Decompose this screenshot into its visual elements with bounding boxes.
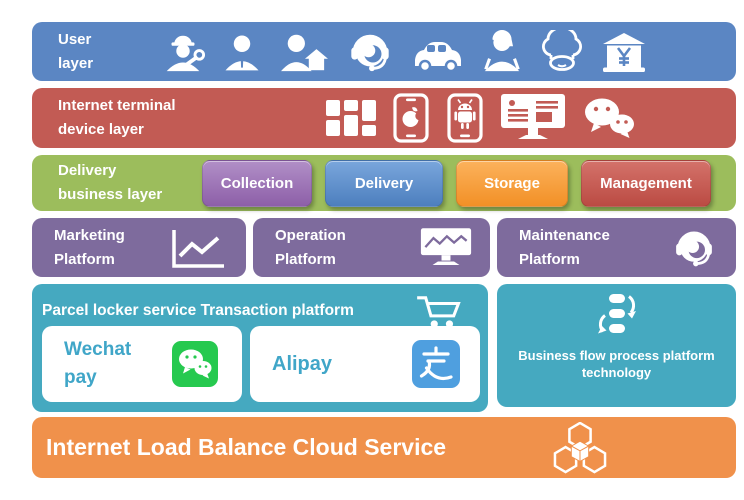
maintenance-platform-label: Maintenance Platform: [519, 224, 610, 272]
desktop-icon: [501, 94, 565, 139]
flow-process-icon: [597, 294, 636, 334]
headset-icon: [676, 231, 712, 266]
repair-worker-icon: [166, 35, 206, 71]
taxi-icon: [415, 41, 461, 72]
transaction-header: Parcel locker service Transaction platfo…: [32, 292, 488, 332]
user-layer-label-line2: layer: [58, 54, 94, 72]
wechat-pay-icon: [172, 341, 218, 387]
wechat-pay-line1: Wechat: [64, 339, 132, 360]
user-layer-band: User layer: [32, 22, 736, 81]
line-chart-icon: [172, 229, 224, 268]
alipay-card: Alipay: [250, 326, 480, 402]
alipay-line1: Alipay: [272, 353, 333, 375]
device-layer-band: Internet terminal device layer: [32, 88, 736, 148]
user-layer-label-line1: User: [58, 30, 92, 48]
call-center-icon: [351, 34, 389, 71]
wechat-pay-card: Wechat pay: [42, 326, 242, 402]
cube-cluster-icon: [553, 421, 607, 474]
business-layer-band: Delivery business layer Collection Deliv…: [32, 155, 736, 211]
cloud-service-band: Internet Load Balance Cloud Service: [32, 417, 736, 478]
cloud-service-title: Internet Load Balance Cloud Service: [46, 434, 447, 460]
business-flow-line1: Business flow process platform: [518, 348, 715, 363]
operation-platform-box: Operation Platform: [253, 218, 490, 277]
maintenance-platform-box: Maintenance Platform: [497, 218, 736, 277]
chef-icon: [542, 29, 582, 71]
device-layer-label: Internet terminal device layer: [32, 94, 176, 142]
operation-platform-label: Operation Platform: [275, 224, 346, 272]
management-button: Management: [581, 159, 711, 207]
wechat-pay-label: Wechat pay: [42, 336, 131, 392]
marketing-platform-box: Marketing Platform: [32, 218, 246, 277]
marketing-platform-label: Marketing Platform: [54, 224, 125, 272]
wechat-icon: [585, 98, 634, 138]
device-layer-label-line1: Internet terminal: [58, 97, 176, 114]
business-flow-label: Business flow process platform technolog…: [518, 347, 715, 381]
maintenance-line1: Maintenance: [519, 226, 610, 244]
device-icons: [326, 93, 636, 143]
marketing-line2: Platform: [54, 250, 115, 268]
marketing-line1: Marketing: [54, 226, 125, 244]
business-layer-label-line1: Delivery: [58, 162, 117, 179]
device-layer-label-line2: device layer: [58, 121, 144, 138]
business-flow-line2: technology: [581, 365, 652, 380]
business-layer-label: Delivery business layer: [32, 159, 202, 207]
maintenance-line2: Platform: [519, 250, 580, 268]
delivery-button: Delivery: [325, 159, 443, 207]
android-phone-icon: [447, 93, 483, 143]
home-user-icon: [281, 34, 328, 71]
iphone-icon: [393, 93, 429, 143]
collection-button: Collection: [202, 159, 312, 207]
storage-button: Storage: [456, 159, 568, 207]
monitor-chart-icon: [420, 227, 472, 265]
operation-line2: Platform: [275, 250, 336, 268]
user-icons: [160, 29, 648, 75]
businessman-icon: [225, 35, 259, 70]
operation-line1: Operation: [275, 226, 346, 244]
wechat-pay-line2: pay: [64, 367, 97, 388]
business-layer-label-line2: business layer: [58, 186, 163, 203]
user-layer-label: User layer: [32, 28, 93, 76]
app-grid-icon: [326, 100, 376, 136]
transaction-title: Parcel locker service Transaction platfo…: [42, 302, 354, 319]
transaction-platform-box: Parcel locker service Transaction platfo…: [32, 284, 488, 412]
alipay-label: Alipay: [250, 350, 332, 378]
alipay-icon: [412, 340, 460, 388]
business-buttons: Collection Delivery Storage Management: [202, 159, 711, 207]
cart-icon: [417, 296, 461, 328]
bank-icon: [603, 32, 645, 72]
customer-icon: [484, 29, 520, 71]
business-flow-box: Business flow process platform technolog…: [497, 284, 736, 407]
